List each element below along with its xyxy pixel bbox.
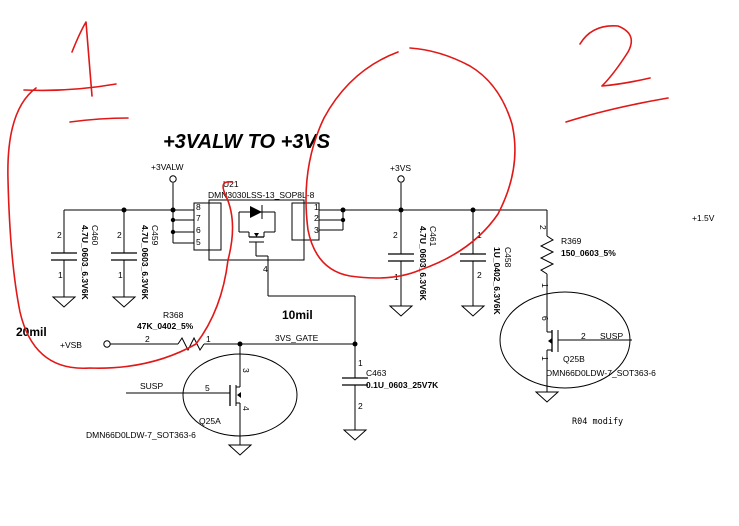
net-label-susp-b: SUSP xyxy=(600,331,623,341)
q25b-pin-source: 1 xyxy=(540,356,550,361)
c461-value: 4.7U_0603_6.3V6K xyxy=(418,226,428,302)
trace-width-10mil: 10mil xyxy=(282,308,313,322)
c463-pin-bottom: 2 xyxy=(358,401,363,411)
net-label-3vs-gate: 3VS_GATE xyxy=(275,333,319,343)
capacitor-c458 xyxy=(460,210,486,317)
c460-pin-bottom: 1 xyxy=(58,270,63,280)
c461-pin-top: 2 xyxy=(393,230,398,240)
net-label-susp-a: SUSP xyxy=(140,381,163,391)
c460-ref: C460 xyxy=(90,225,100,246)
net-label-3vs: +3VS xyxy=(390,163,411,173)
r369-pin-top: 2 xyxy=(538,225,548,230)
r368-value: 47K_0402_5% xyxy=(137,321,194,331)
mosfet-u21 xyxy=(193,199,540,342)
c460-value: 4.7U_0603_6.3V6K xyxy=(80,225,90,301)
schematic-title: +3VALW TO +3VS xyxy=(163,131,331,153)
u21-pin-1: 1 xyxy=(314,202,319,212)
trace-width-20mil: 20mil xyxy=(16,325,47,339)
capacitor-c460 xyxy=(51,210,77,308)
resistor-r369 xyxy=(539,209,555,318)
u21-part: DMN3030LSS-13_SOP8L-8 xyxy=(208,190,315,200)
c458-value: 1U_0402_6.3V6K xyxy=(492,247,502,315)
q25b-ref: Q25B xyxy=(563,354,585,364)
net-label-3valw: +3VALW xyxy=(151,162,184,172)
vout-flag xyxy=(397,175,405,183)
u21-pin-8: 8 xyxy=(196,202,201,212)
net-label-vsb: +VSB xyxy=(60,340,82,350)
c461-ref: C461 xyxy=(428,226,438,247)
r369-pin-bottom: 1 xyxy=(540,283,550,288)
capacitor-c461 xyxy=(388,210,414,317)
u21-ref: U21 xyxy=(223,179,239,189)
r368-ref: R368 xyxy=(163,310,184,320)
vsb-gate-net xyxy=(103,336,358,372)
r369-value: 150_0603_5% xyxy=(561,248,616,258)
c463-value: 0.1U_0603_25V7K xyxy=(366,380,439,390)
q25a-pin-gate: 5 xyxy=(205,383,210,393)
handwritten-markup xyxy=(7,21,669,369)
c459-pin-top: 2 xyxy=(117,230,122,240)
q25b-pin-drain: 6 xyxy=(540,316,550,321)
c463-ref: C463 xyxy=(366,368,387,378)
revision-note: R04 modify xyxy=(572,417,623,427)
q25a-part: DMN66D0LDW-7_SOT363-6 xyxy=(86,430,196,440)
r368-pin-right: 1 xyxy=(206,334,211,344)
u21-pin-2: 2 xyxy=(314,213,319,223)
q25b-part: DMN66D0LDW-7_SOT363-6 xyxy=(546,368,656,378)
transistor-q25b xyxy=(499,291,632,403)
r369-ref: R369 xyxy=(561,236,582,246)
u21-pin-5: 5 xyxy=(196,237,201,247)
c459-pin-bottom: 1 xyxy=(118,270,123,280)
c458-pin-bottom: 2 xyxy=(477,270,482,280)
q25a-ref: Q25A xyxy=(199,416,221,426)
q25a-pin-source: 4 xyxy=(241,406,251,411)
c459-value: 4.7U_0603_6.3V6K xyxy=(140,225,150,301)
q25a-pin-drain: 3 xyxy=(241,368,251,373)
c459-ref: C459 xyxy=(150,225,160,246)
c458-ref: C458 xyxy=(503,247,513,268)
q25b-pin-gate: 2 xyxy=(581,331,586,341)
c463-pin-top: 1 xyxy=(358,358,363,368)
net-label-1v5: +1.5V xyxy=(692,213,715,223)
capacitor-c459 xyxy=(111,210,137,308)
u21-pin-3: 3 xyxy=(314,225,319,235)
u21-pin-7: 7 xyxy=(196,213,201,223)
r368-pin-left: 2 xyxy=(145,334,150,344)
u21-pin-4: 4 xyxy=(263,264,268,274)
capacitor-c463 xyxy=(342,344,368,441)
c460-pin-top: 2 xyxy=(57,230,62,240)
transistor-q25a xyxy=(126,353,298,456)
u21-pin-6: 6 xyxy=(196,225,201,235)
